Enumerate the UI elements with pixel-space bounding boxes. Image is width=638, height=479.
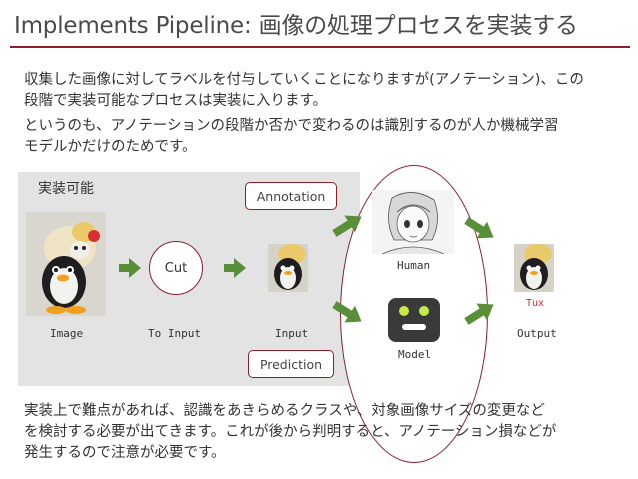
annotation-callout: Annotation	[245, 182, 337, 210]
intro-line-1: 収集した画像に対してラベルを付与していくことになりますが(アノテーション)、この	[24, 72, 584, 88]
model-label: Model	[398, 348, 432, 361]
title-rule	[10, 46, 630, 48]
closing-line-3: 発生するので注意が必要です。	[24, 445, 226, 461]
human-sketch	[372, 190, 454, 254]
slide-title: Implements Pipeline: 画像の処理プロセスを実装する	[14, 13, 578, 39]
intro-line-2: 段階で実装可能なプロセスは実装に入ります。	[24, 93, 328, 109]
intro-paragraph: 収集した画像に対してラベルを付与していくことになりますが(アノテーション)、この…	[24, 70, 624, 112]
panel-label: 実装可能	[38, 181, 94, 197]
output-photo	[514, 244, 554, 292]
robot-mouth	[402, 324, 426, 330]
robot-eye-left	[399, 306, 409, 316]
arrow-to-human	[330, 212, 366, 238]
annotation-label: Annotation	[256, 188, 326, 204]
cut-label: Cut	[164, 260, 188, 276]
intro-line-4: モデルかだけのためです。	[24, 139, 197, 155]
input-photo	[268, 244, 308, 292]
input-label: Input	[275, 327, 309, 340]
robot-eye-right	[419, 306, 429, 316]
arrow-to-cut	[119, 258, 141, 278]
prediction-callout: Prediction	[248, 350, 334, 378]
output-label: Output	[517, 327, 557, 340]
cut-step: Cut	[149, 241, 203, 295]
closing-line-1: 実装上で難点があれば、認識をあきらめるクラスや、対象画像サイズの変更など	[24, 403, 545, 419]
intro-paragraph-2: というのも、アノテーションの段階か否かで変わるのは識別するのが人か機械学習 モデ…	[24, 116, 624, 158]
arrow-to-model	[330, 300, 366, 326]
arrow-to-input	[224, 258, 246, 278]
arrow-model-to-output	[462, 300, 498, 326]
prediction-label: Prediction	[259, 356, 323, 372]
closing-paragraph: 実装上で難点があれば、認識をあきらめるクラスや、対象画像サイズの変更など を検討…	[24, 401, 624, 464]
human-label: Human	[397, 259, 431, 272]
to-input-label: To Input	[148, 327, 201, 340]
intro-line-3: というのも、アノテーションの段階か否かで変わるのは識別するのが人か機械学習	[24, 118, 559, 134]
closing-line-2: を検討する必要が出てきます。これが後から判明すると、アノテーション損などが	[24, 424, 557, 440]
image-label: Image	[50, 327, 84, 340]
robot-icon	[388, 298, 440, 342]
image-photo	[26, 212, 106, 316]
arrow-human-to-output	[462, 216, 498, 242]
tux-label: Tux	[526, 298, 545, 309]
